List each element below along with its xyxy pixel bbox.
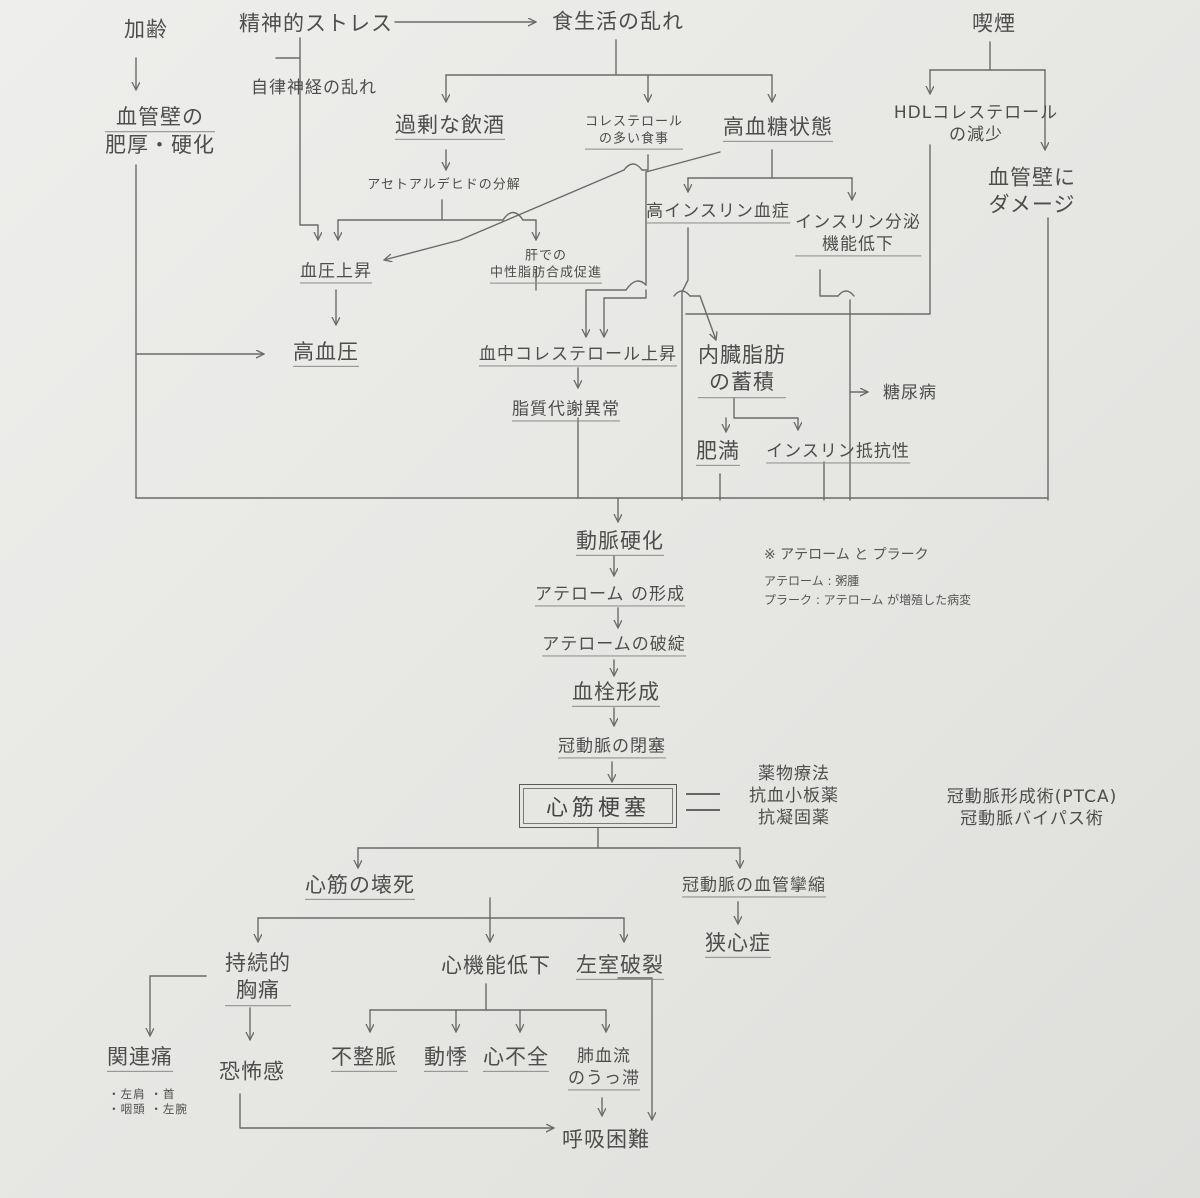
node-coronary-occlusion: 冠動脈の閉塞 (558, 735, 666, 759)
node-cardiac-dysfunction: 心機能低下 (441, 953, 551, 978)
node-atheroma-formation: アテローム の形成 (535, 583, 685, 607)
node-cholesterol-diet: コレステロールの多い食事 (584, 115, 684, 150)
node-visceral-fat: 内臓脂肪の蓄積 (698, 342, 786, 398)
node-pulmonary-congestion: 肺血流のうっ滞 (568, 1045, 640, 1091)
node-vasospasm: 冠動脈の血管攣縮 (682, 874, 826, 898)
node-vessel-damage: 血管壁にダメージ (988, 165, 1076, 217)
myocardial-infarction-label: 心筋梗塞 (523, 788, 673, 824)
node-eating-disorder: 食生活の乱れ (552, 9, 684, 34)
node-hyperinsulinemia: 高インスリン血症 (646, 200, 790, 224)
equals-sign (686, 793, 720, 811)
node-hdl-decrease: HDLコレステロールの減少 (893, 102, 1059, 145)
node-obesity: 肥満 (696, 438, 740, 467)
node-thrombus: 血栓形成 (572, 679, 660, 708)
node-heart-failure: 心不全 (483, 1044, 549, 1073)
node-liver-tg: 肝での中性脂肪合成促進 (489, 249, 603, 284)
node-excess-drinking: 過剰な飲酒 (395, 112, 505, 141)
node-lv-rupture: 左室破裂 (576, 952, 664, 981)
node-angina: 狭心症 (705, 930, 771, 959)
node-insulin-resistance: インスリン抵抗性 (766, 440, 910, 464)
node-diabetes: 糖尿病 (883, 382, 937, 403)
note-title: ※ アテローム と プラーク (764, 547, 929, 563)
node-dyspnea: 呼吸困難 (562, 1127, 650, 1152)
atheroma-plaque-note: ※ アテローム と プラーク アテローム : 粥腫 プラーク : アテローム が… (764, 544, 971, 608)
node-bp-rise: 血圧上昇 (300, 260, 372, 284)
node-palpitation: 動悸 (424, 1044, 468, 1073)
node-smoking: 喫煙 (972, 11, 1016, 36)
node-referred-pain: 関連痛 (107, 1044, 173, 1073)
node-autonomic-disorder: 自律神経の乱れ (251, 77, 377, 98)
node-referred-pain-sites: ・左肩 ・首・咽頭 ・左腕 (108, 1087, 188, 1116)
node-dyslipidemia: 脂質代謝異常 (512, 398, 620, 422)
node-arteriosclerosis: 動脈硬化 (576, 528, 664, 557)
node-acetaldehyde: アセトアルデヒドの分解 (367, 177, 521, 193)
note-line: アテローム : 粥腫 (764, 574, 860, 588)
node-fear: 恐怖感 (219, 1059, 285, 1084)
node-mental-stress: 精神的ストレス (239, 11, 393, 36)
node-medication: 薬物療法抗血小板薬抗凝固薬 (749, 763, 839, 829)
node-hyperglycemia: 高血糖状態 (723, 114, 833, 143)
node-blood-cholesterol-rise: 血中コレステロール上昇 (479, 343, 677, 367)
node-persistent-chest-pain: 持続的胸痛 (225, 950, 291, 1006)
myocardial-infarction-box: 心筋梗塞 (519, 784, 677, 828)
node-arrhythmia: 不整脈 (331, 1044, 397, 1073)
node-procedures: 冠動脈形成術(PTCA)冠動脈バイパス術 (946, 786, 1118, 829)
node-vessel-wall-thickening: 血管壁の肥厚・硬化 (105, 105, 215, 158)
node-atheroma-rupture: アテロームの破綻 (542, 633, 686, 657)
node-insulin-secretion-decline: インスリン分泌機能低下 (795, 211, 921, 257)
node-hypertension: 高血圧 (293, 339, 359, 368)
node-aging: 加齢 (124, 17, 168, 42)
note-line: プラーク : アテローム が増殖した病変 (764, 593, 972, 607)
node-necrosis: 心筋の壊死 (305, 872, 415, 901)
